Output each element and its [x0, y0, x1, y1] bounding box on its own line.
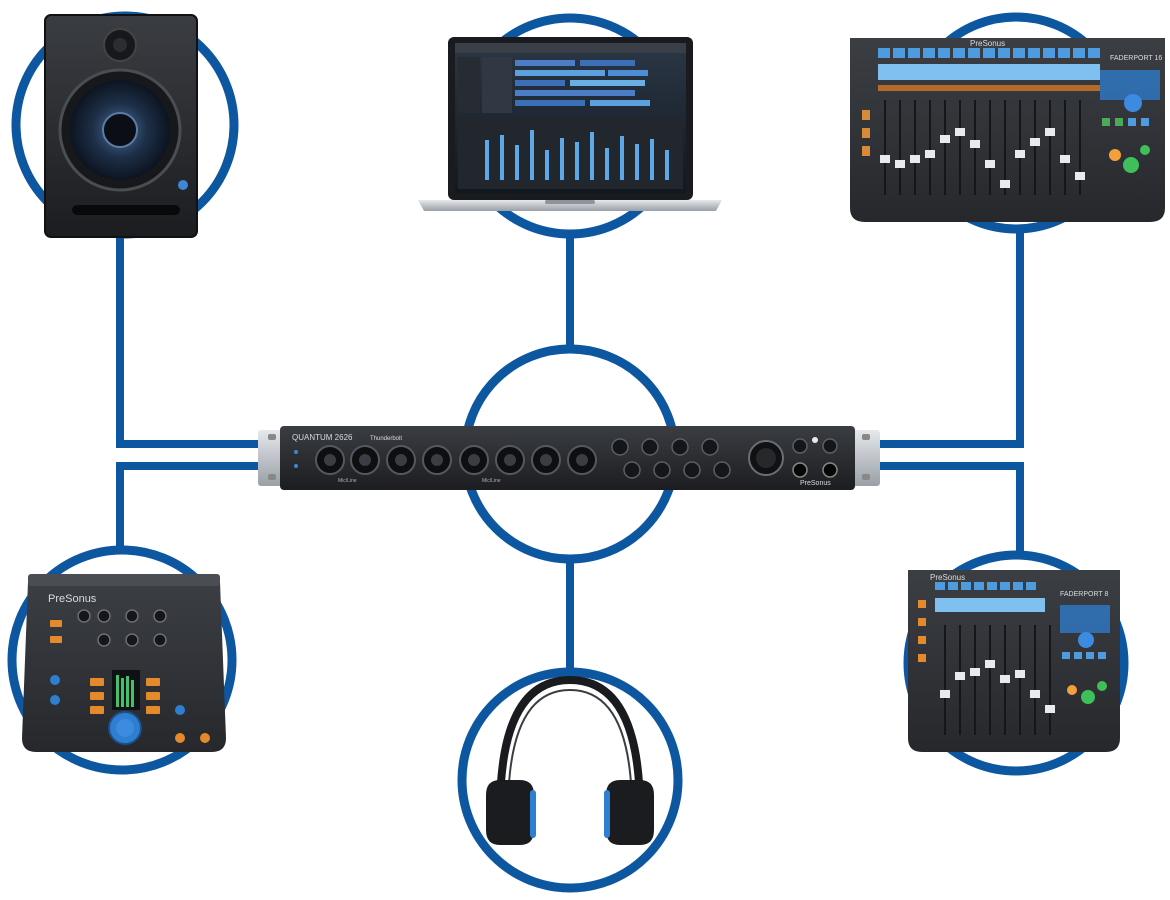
interface-model: QUANTUM 2626: [292, 433, 353, 442]
control-surface-icon: PreSonus FADERPORT 16: [850, 38, 1165, 222]
faderport8-brand: PreSonus: [930, 573, 965, 582]
audio-interface-icon: QUANTUM 2626 Thunderbolt Mic/Line Mic/Li…: [258, 426, 880, 490]
connector-faderport8: [880, 462, 1024, 555]
interface-gain-knobs: [611, 438, 731, 479]
interface-tb-label: Thunderbolt: [370, 436, 402, 442]
node-circle-controller: [7, 545, 237, 775]
controller-orange-buttons: [50, 620, 160, 714]
interface-status-leds: [294, 450, 298, 468]
faderport8-scribble-strip: [935, 598, 1045, 612]
interface-brand: PreSonus: [800, 480, 831, 487]
interface-mic-label-2: Mic/Line: [482, 478, 501, 484]
headphones-icon: [486, 675, 654, 845]
controller-knobs: [77, 609, 167, 647]
interface-mic-label-1: Mic/Line: [338, 478, 357, 484]
monitor-controller-icon: PreSonus: [22, 574, 226, 752]
connector-lines: [116, 228, 1024, 672]
speaker-icon: [44, 14, 198, 238]
control-surface-icon: PreSonus FADERPORT 8: [908, 570, 1120, 752]
controller-side-buttons: [50, 675, 210, 743]
laptop-icon: [418, 37, 722, 211]
interface-main-knob: [748, 440, 784, 476]
faderport8-faders: [940, 625, 1055, 735]
interface-headphone-section: [792, 437, 838, 478]
faderport16-transport: [1100, 70, 1160, 173]
faderport16-faders: [880, 100, 1085, 195]
faderport8-orange-buttons: [918, 600, 926, 662]
controller-meter: [112, 670, 140, 710]
faderport16-channel-buttons: [878, 85, 1100, 91]
faderport16-scribble-strip: [878, 64, 1100, 80]
connector-monitor: [116, 232, 258, 448]
controller-volume-knob: [108, 711, 142, 745]
daw-screen: [455, 43, 686, 189]
connector-controller: [116, 462, 258, 550]
faderport16-orange-buttons: [862, 110, 870, 156]
interface-combo-inputs: [315, 445, 597, 475]
faderport8-select-buttons: [935, 582, 1036, 590]
faderport16-model: FADERPORT 16: [1110, 55, 1162, 62]
controller-brand: PreSonus: [48, 593, 97, 605]
faderport16-brand: PreSonus: [970, 39, 1005, 48]
faderport8-model: FADERPORT 8: [1060, 591, 1108, 598]
node-circle-headphones: [457, 667, 683, 893]
faderport16-select-buttons: [878, 48, 1100, 58]
connector-faderport16: [880, 228, 1024, 448]
faderport8-transport: [1060, 605, 1110, 704]
